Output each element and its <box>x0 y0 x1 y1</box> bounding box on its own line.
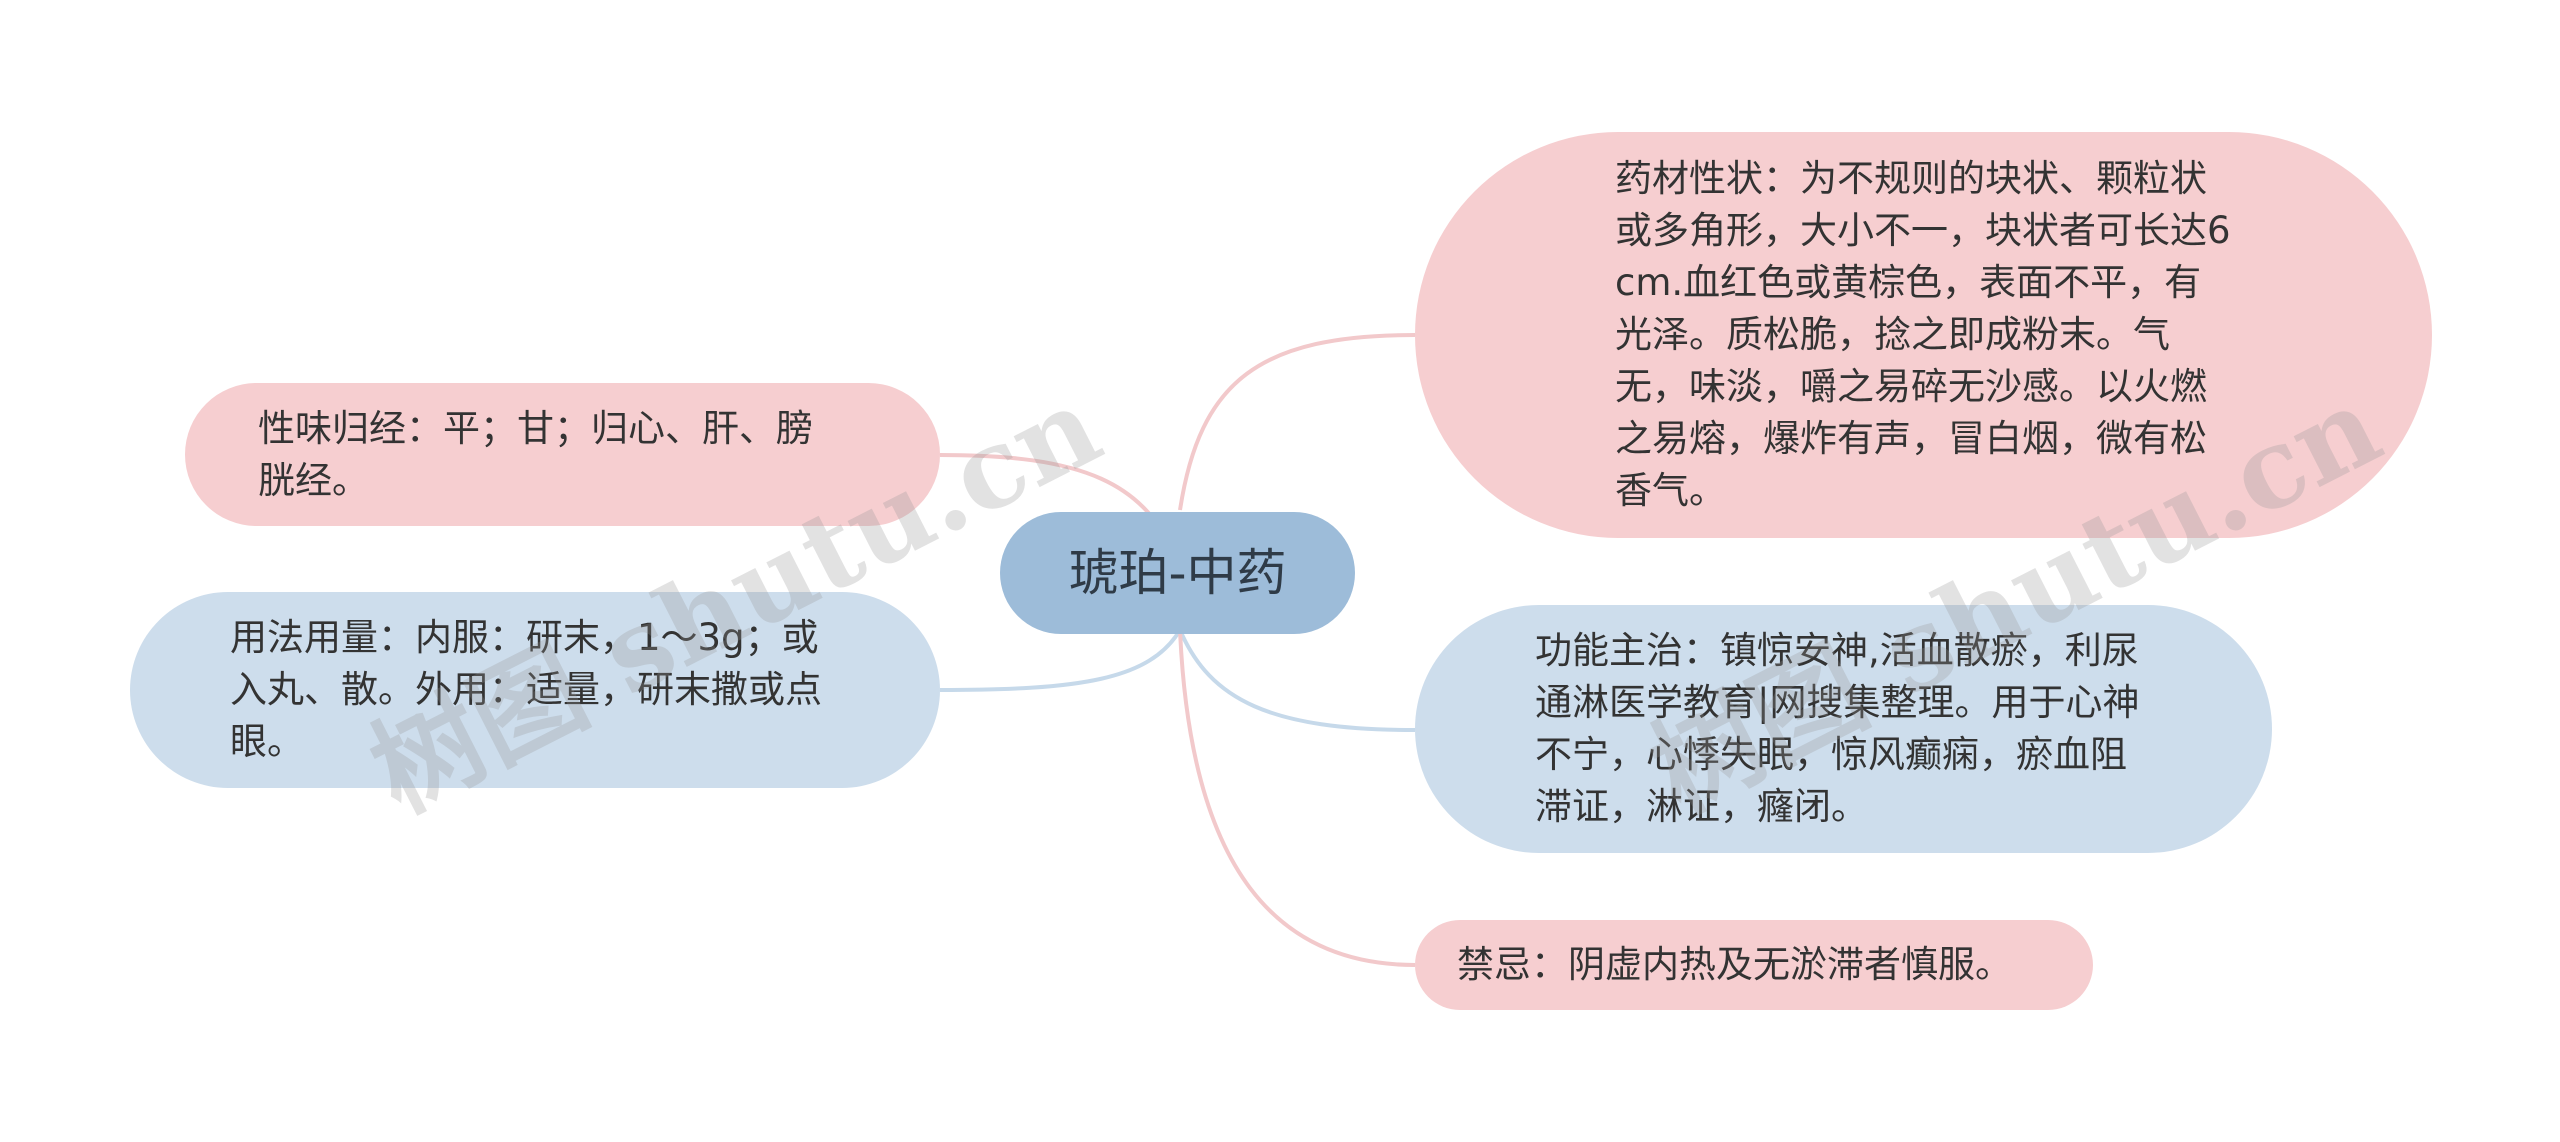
topic-yongfa-text: 用法用量：内服：研末，1～3g；或入丸、散。外用：适量，研末撒或点眼。 <box>230 616 822 763</box>
link-yongfa <box>939 628 1182 692</box>
topic-jinji-text: 禁忌：阴虚内热及无淤滞者慎服。 <box>1457 943 2012 986</box>
topic-gongneng-text: 功能主治：镇惊安神,活血散瘀，利尿通淋医学教育|网搜集整理。用于心神不宁，心悸失… <box>1535 629 2140 828</box>
topic-jinji[interactable]: 禁忌：阴虚内热及无淤滞者慎服。 <box>1415 920 2093 1010</box>
topic-xingwei[interactable]: 性味归经：平；甘；归心、肝、膀胱经。 <box>185 383 940 526</box>
topic-xingwei-text: 性味归经：平；甘；归心、肝、膀胱经。 <box>258 406 813 502</box>
topic-yongfa[interactable]: 用法用量：内服：研末，1～3g；或入丸、散。外用：适量，研末撒或点眼。 <box>130 592 940 788</box>
link-gongneng <box>1178 629 1416 732</box>
link-yaocai <box>1178 333 1416 511</box>
link-jinji <box>1178 629 1416 967</box>
topic-gongneng[interactable]: 功能主治：镇惊安神,活血散瘀，利尿通淋医学教育|网搜集整理。用于心神不宁，心悸失… <box>1415 605 2272 853</box>
center-topic-label: 琥珀-中药 <box>1068 544 1287 602</box>
topic-yaocai-text: 药材性状：为不规则的块状、颗粒状或多角形，大小不一，块状者可长达6cm.血红色或… <box>1615 157 2231 512</box>
center-topic[interactable]: 琥珀-中药 <box>1000 512 1355 634</box>
topic-yaocai[interactable]: 药材性状：为不规则的块状、颗粒状或多角形，大小不一，块状者可长达6cm.血红色或… <box>1415 132 2432 538</box>
